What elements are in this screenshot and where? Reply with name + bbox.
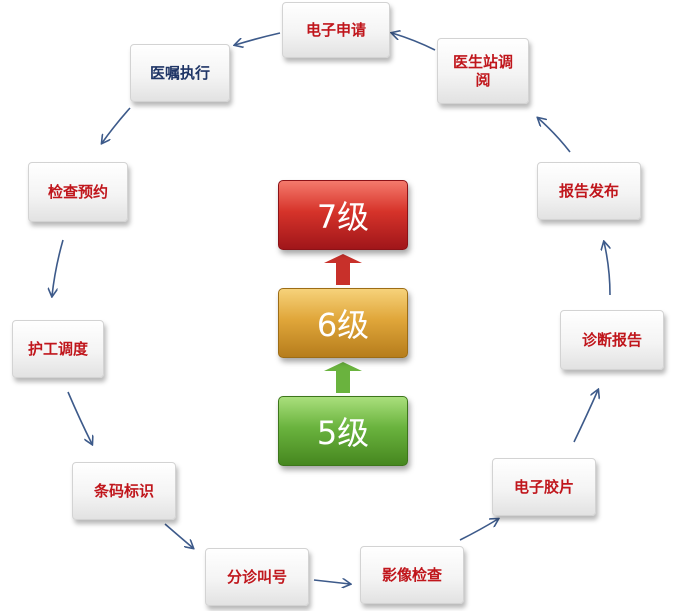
connector-arrow xyxy=(313,580,350,584)
connector-arrow xyxy=(235,32,281,45)
step-label: 报告发布 xyxy=(558,182,619,200)
connector-arrow xyxy=(538,118,571,153)
level-7-box: 7级 xyxy=(278,180,408,250)
level-5-box: 5级 xyxy=(278,396,408,466)
step-barcode-label: 条码标识 xyxy=(72,462,176,520)
connector-arrow xyxy=(459,519,498,541)
step-porter-dispatch: 护工调度 xyxy=(12,320,104,378)
step-diagnosis-report: 诊断报告 xyxy=(560,310,664,370)
connector-arrow xyxy=(102,107,131,143)
up-arrow-6-to-7 xyxy=(324,254,362,285)
step-order-execution: 医嘱执行 xyxy=(130,44,230,102)
level-label: 6级 xyxy=(316,306,370,344)
step-electronic-application: 电子申请 xyxy=(282,2,390,58)
step-electronic-film: 电子胶片 xyxy=(492,458,596,516)
step-label: 护工调度 xyxy=(27,340,88,358)
step-label: 条码标识 xyxy=(93,482,154,500)
step-label: 医嘱执行 xyxy=(149,64,210,82)
step-label: 检查预约 xyxy=(47,183,108,201)
step-triage-call: 分诊叫号 xyxy=(205,548,309,606)
level-label: 7级 xyxy=(316,198,370,236)
step-label: 影像检查 xyxy=(381,566,442,584)
step-label: 分诊叫号 xyxy=(226,568,287,586)
step-label: 医生站调阅 xyxy=(452,53,513,89)
step-exam-appointment: 检查预约 xyxy=(28,162,128,222)
level-6-box: 6级 xyxy=(278,288,408,358)
connector-arrow xyxy=(573,390,598,443)
connector-arrow xyxy=(164,523,193,548)
step-report-release: 报告发布 xyxy=(537,162,641,220)
level-label: 5级 xyxy=(316,414,370,452)
connector-arrow xyxy=(392,33,436,51)
connector-arrow xyxy=(604,242,611,296)
up-arrow-5-to-6 xyxy=(324,362,362,393)
step-imaging-exam: 影像检查 xyxy=(360,546,464,604)
connector-arrow xyxy=(67,391,92,444)
step-doctor-station-review: 医生站调阅 xyxy=(437,38,529,104)
step-label: 电子胶片 xyxy=(513,478,574,496)
step-label: 诊断报告 xyxy=(581,331,642,349)
step-label: 电子申请 xyxy=(305,21,366,39)
connector-arrow xyxy=(52,239,64,296)
